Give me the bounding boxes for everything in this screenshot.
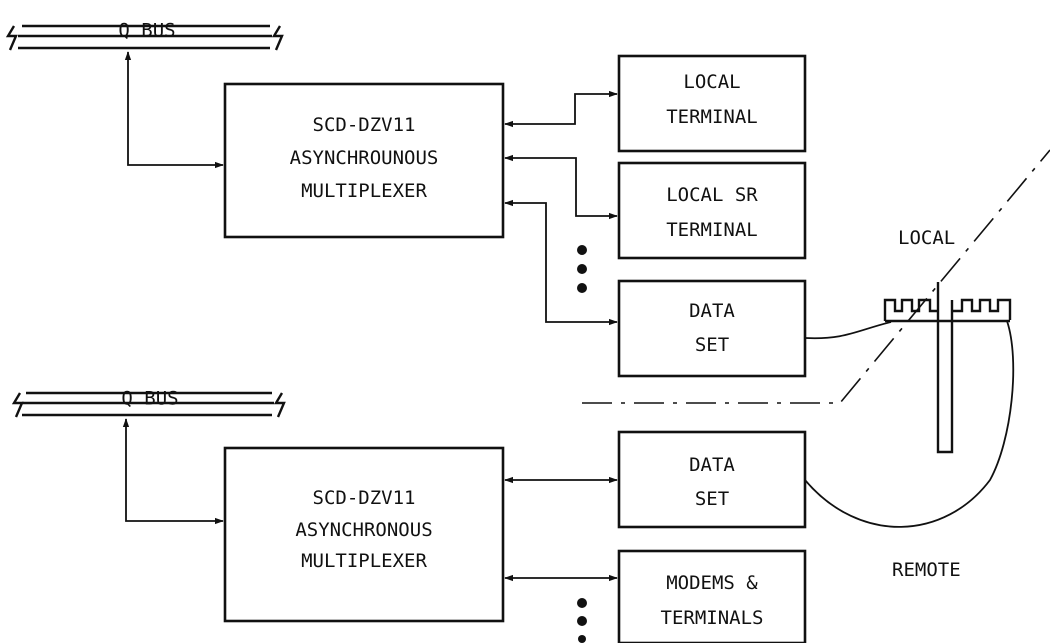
top-multiplexer-line-1: SCD-DZV11 [313, 114, 416, 136]
bottom-multiplexer-box: SCD-DZV11 ASYNCHRONOUS MULTIPLEXER [225, 448, 503, 621]
top-multiplexer-line-3: MULTIPLEXER [301, 180, 427, 202]
bottom-bus-connector [126, 419, 223, 521]
link-to-local-sr-terminal [505, 158, 617, 216]
top-q-bus-label: Q BUS [118, 20, 175, 42]
top-data-set-phone-line [805, 322, 891, 338]
bottom-multiplexer-line-2: ASYNCHRONOUS [295, 519, 432, 541]
top-bus-connector [128, 52, 223, 165]
bottom-q-bus-label: Q BUS [121, 388, 178, 410]
top-local-sr-terminal-box: LOCAL SR TERMINAL [619, 163, 805, 258]
top-local-terminal-box: LOCAL TERMINAL [619, 56, 805, 151]
top-data-set-line-1: DATA [689, 300, 735, 322]
telephone-pole-icon [885, 282, 1010, 452]
top-multiplexer-line-2: ASYNCHROUNOUS [290, 147, 439, 169]
modems-terminals-box: MODEMS & TERMINALS [619, 551, 805, 643]
top-local-sr-terminal-line-1: LOCAL SR [666, 184, 758, 206]
top-local-sr-terminal-line-2: TERMINAL [666, 219, 758, 241]
link-to-top-data-set [505, 203, 617, 322]
remote-zone-label: REMOTE [892, 559, 961, 581]
local-zone-label: LOCAL [898, 227, 955, 249]
top-local-terminal-line-2: TERMINAL [666, 106, 758, 128]
bottom-data-set-box: DATA SET [619, 432, 805, 527]
top-data-set-line-2: SET [695, 334, 729, 356]
modems-terminals-line-1: MODEMS & [666, 572, 758, 594]
top-multiplexer-box: SCD-DZV11 ASYNCHROUNOUS MULTIPLEXER [225, 84, 503, 237]
bottom-data-set-line-1: DATA [689, 454, 735, 476]
top-local-terminal-line-1: LOCAL [683, 71, 740, 93]
top-q-bus: Q BUS [8, 20, 282, 51]
link-to-local-terminal [505, 94, 617, 124]
bottom-data-set-phone-line [805, 321, 1013, 527]
bottom-q-bus: Q BUS [14, 388, 284, 418]
bottom-multiplexer-line-3: MULTIPLEXER [301, 550, 427, 572]
top-data-set-box: DATA SET [619, 281, 805, 376]
bottom-data-set-line-2: SET [695, 488, 729, 510]
bottom-more-ellipsis [577, 598, 587, 643]
bottom-multiplexer-line-1: SCD-DZV11 [313, 487, 416, 509]
modems-terminals-line-2: TERMINALS [661, 607, 764, 629]
top-more-ellipsis [577, 245, 587, 293]
